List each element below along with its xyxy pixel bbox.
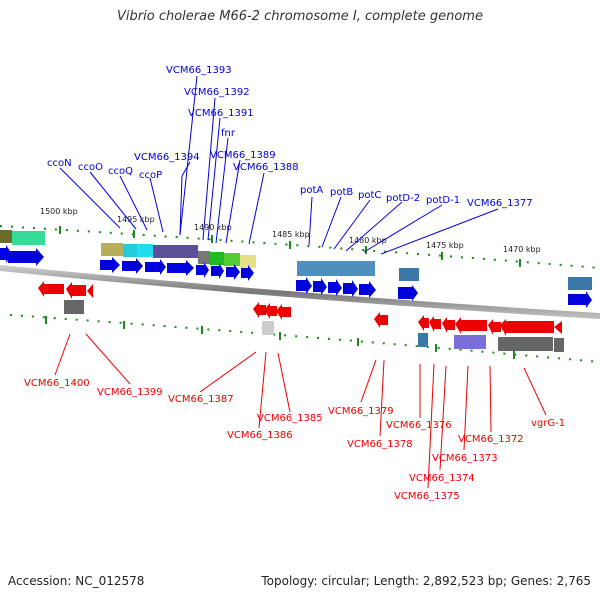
gene-label[interactable]: potD-2 xyxy=(386,193,420,204)
ruler-major-ticks xyxy=(45,226,521,359)
ruler-label: 1500 kbp xyxy=(40,207,78,216)
gene-label[interactable]: VCM66_1379 xyxy=(328,406,394,417)
gene-label[interactable]: potB xyxy=(330,187,353,198)
gene-label[interactable]: VCM66_1389 xyxy=(210,150,276,161)
gene-label[interactable]: potC xyxy=(358,190,381,201)
gene-label[interactable]: VCM66_1391 xyxy=(188,108,254,119)
gene-label[interactable]: VCM66_1392 xyxy=(184,87,250,98)
gene-label[interactable]: VCM66_1372 xyxy=(458,434,524,445)
gene-label[interactable]: VCM66_1377 xyxy=(467,198,533,209)
gene-label[interactable]: VCM66_1388 xyxy=(233,162,299,173)
gene-label[interactable]: VCM66_1387 xyxy=(168,394,234,405)
gene-label[interactable]: VCM66_1386 xyxy=(227,430,293,441)
gene-label[interactable]: VCM66_1378 xyxy=(347,439,413,450)
gene-label[interactable]: VCM66_1393 xyxy=(166,65,232,76)
feature-boxes-upper xyxy=(0,230,592,290)
ruler-lower xyxy=(9,314,600,363)
gene-label[interactable]: fnr xyxy=(221,128,236,139)
gene-label[interactable]: potA xyxy=(300,185,323,196)
reverse-genes xyxy=(38,281,562,336)
gene-label[interactable]: VCM66_1375 xyxy=(394,491,460,502)
gene-label[interactable]: ccoO xyxy=(78,162,103,173)
gene-label[interactable]: VCM66_1376 xyxy=(386,420,452,431)
forward-genes xyxy=(0,245,592,308)
gene-label[interactable]: VCM66_1373 xyxy=(432,453,498,464)
map-title: Vibrio cholerae M66-2 chromosome I, comp… xyxy=(117,9,483,24)
gene-label[interactable]: vgrG-1 xyxy=(531,418,565,429)
bottom-leader-lines xyxy=(54,333,547,489)
gene-label[interactable]: ccoQ xyxy=(108,166,133,177)
top-leader-lines xyxy=(59,75,499,255)
accession-text: Accession: NC_012578 xyxy=(8,574,145,588)
ruler-label: 1470 kbp xyxy=(503,245,541,254)
ruler-label: 1480 kbp xyxy=(349,236,387,245)
ruler-label: 1475 kbp xyxy=(426,241,464,250)
ruler-label: 1495 kbp xyxy=(117,215,155,224)
feature-boxes-lower xyxy=(64,300,564,352)
gene-label[interactable]: ccoP xyxy=(139,170,162,181)
ruler-upper xyxy=(0,225,600,269)
chromosome-backbone xyxy=(0,265,600,319)
genome-summary: Topology: circular; Length: 2,892,523 bp… xyxy=(261,574,591,588)
gene-label[interactable]: VCM66_1385 xyxy=(257,413,323,424)
gene-label[interactable]: ccoN xyxy=(47,158,72,169)
gene-label[interactable]: VCM66_1400 xyxy=(24,378,90,389)
gene-label[interactable]: VCM66_1394 xyxy=(134,152,200,163)
ruler-label: 1485 kbp xyxy=(272,230,310,239)
gene-label[interactable]: potD-1 xyxy=(426,195,460,206)
ruler-label: 1490 kbp xyxy=(194,223,232,232)
gene-label[interactable]: VCM66_1399 xyxy=(97,387,163,398)
gene-label[interactable]: VCM66_1374 xyxy=(409,473,475,484)
